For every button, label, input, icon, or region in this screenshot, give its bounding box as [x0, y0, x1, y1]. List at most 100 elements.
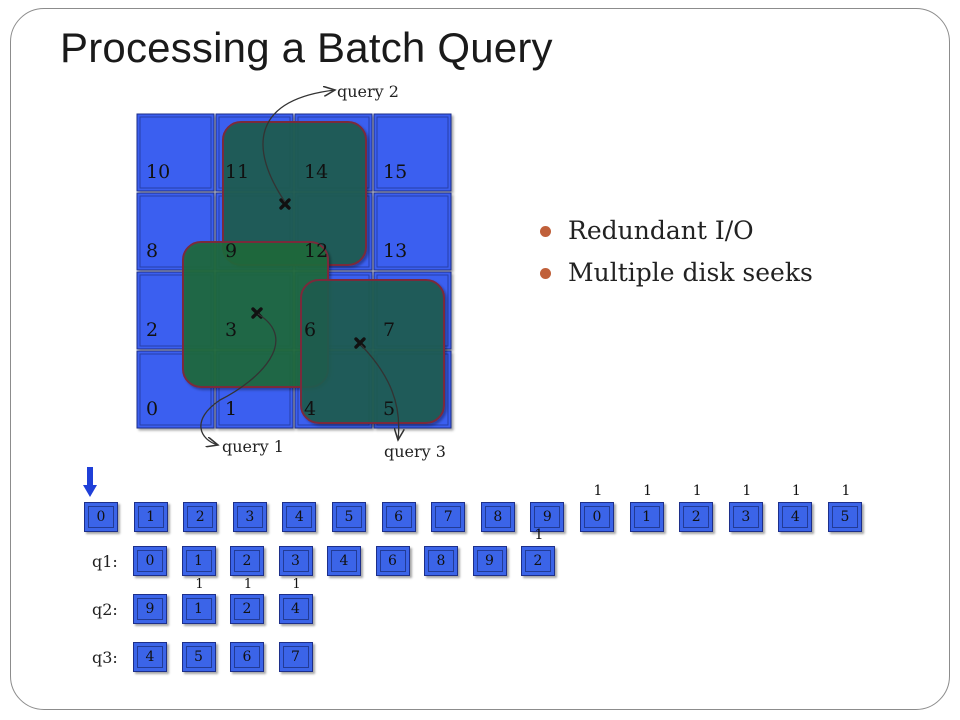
disk-block-top-digit: 1 — [692, 483, 702, 499]
grid-cell-label: 12 — [304, 240, 328, 262]
disk-block-label: 0 — [96, 509, 106, 525]
grid-cell-label: 10 — [146, 161, 170, 183]
disk-block-label: 2 — [242, 553, 252, 569]
disk-block: 5 — [332, 502, 366, 532]
grid-cell-inner-border — [139, 116, 212, 189]
bullet-item: Multiple disk seeks — [540, 254, 813, 296]
bullet-list: Redundant I/O Multiple disk seeks — [540, 212, 813, 296]
disk-block-label: 4 — [291, 601, 300, 617]
disk-block-label: 4 — [339, 553, 349, 569]
disk-block-label: 9 — [485, 553, 494, 569]
disk-block: 4 — [133, 642, 167, 672]
disk-block-label: 5 — [344, 509, 354, 525]
disk-block-label: 4 — [790, 509, 800, 525]
disk-block-label: 9 — [145, 601, 155, 617]
disk-block-top-digit: 1 — [593, 483, 603, 499]
query-3-center-marker — [354, 337, 366, 349]
disk-block: 2 — [183, 502, 218, 532]
disk-block-bottom-digit: 1 — [292, 577, 301, 592]
grid-cell-label: 8 — [146, 240, 158, 262]
disk-block: 6 — [381, 502, 416, 532]
query-2-center-marker — [279, 198, 291, 210]
disk-block-label: 2 — [195, 509, 205, 525]
disk-block-label: 1 — [146, 509, 156, 525]
grid-cell-inner-border — [139, 195, 212, 268]
grid-cell — [373, 113, 452, 192]
grid-cell-label: 1 — [225, 398, 237, 420]
slide-title: Processing a Batch Query — [60, 24, 553, 71]
disk-block-label: 7 — [443, 509, 453, 525]
disk-block-label: 6 — [242, 649, 252, 665]
disk-block-top-digit: 1 — [742, 483, 752, 499]
disk-block: 0 — [84, 502, 118, 532]
disk-block-bottom-digit: 1 — [195, 577, 204, 592]
query-row-label: q2: — [92, 600, 118, 619]
disk-block: 1 — [133, 502, 168, 532]
grid-cell-inner-border — [376, 116, 449, 189]
disk-block: 9 — [472, 546, 507, 576]
disk-block-label: 5 — [194, 649, 203, 665]
disk-block: 4 — [282, 502, 317, 532]
disk-block: 9 — [133, 594, 167, 624]
query-1-arrow — [200, 313, 277, 445]
disk-block-label: 2 — [533, 553, 543, 569]
bullet-text: Redundant I/O — [568, 216, 754, 245]
query-row-label: q1: — [92, 552, 118, 571]
slide-frame — [10, 8, 950, 710]
disk-block-top-digit: 1 — [534, 527, 544, 543]
disk-block: 7 — [278, 642, 313, 672]
disk-block-top-digit: 1 — [643, 483, 653, 499]
disk-block: 6 — [230, 642, 264, 672]
grid-cell-label: 7 — [383, 319, 395, 341]
query-1-label: query 1 — [222, 437, 284, 456]
grid-cell-label: 3 — [225, 319, 237, 341]
disk-block: 0 — [133, 546, 167, 576]
disk-block: 4 — [327, 546, 361, 576]
disk-block: 4 — [278, 594, 313, 624]
disk-block: 6 — [375, 546, 410, 576]
disk-block-label: 2 — [242, 601, 252, 617]
disk-block: 9 — [530, 502, 565, 532]
grid-cell-label: 5 — [383, 398, 395, 420]
disk-block-top-digit: 1 — [841, 483, 851, 499]
disk-block-label: 7 — [291, 649, 300, 665]
bullet-dot-icon — [540, 226, 551, 237]
query-3-label: query 3 — [384, 442, 446, 461]
disk-block-label: 3 — [741, 509, 751, 525]
grid-cell-label: 4 — [304, 398, 316, 420]
disk-block: 5 — [181, 642, 216, 672]
query-3-arrow — [360, 344, 399, 440]
disk-block-top-digit: 1 — [791, 483, 801, 499]
disk-block-label: 8 — [436, 553, 446, 569]
disk-block-label: 6 — [394, 509, 404, 525]
grid-cell-inner-border — [139, 353, 212, 426]
disk-block-label: 4 — [145, 649, 155, 665]
disk-block-label: 6 — [388, 553, 397, 569]
query-2-label: query 2 — [337, 82, 399, 101]
grid-cell-label: 11 — [225, 161, 249, 183]
disk-block-label: 3 — [291, 553, 300, 569]
disk-block: 8 — [480, 502, 515, 532]
bullet-dot-icon — [540, 268, 551, 279]
disk-block: 7 — [431, 502, 466, 532]
bullet-item: Redundant I/O — [540, 212, 813, 254]
disk-block-label: 1 — [642, 509, 652, 525]
grid-cell-label: 15 — [383, 161, 407, 183]
grid-cell-label: 0 — [146, 398, 158, 420]
disk-block-label: 0 — [592, 509, 602, 525]
bullet-text: Multiple disk seeks — [568, 258, 813, 287]
query-2-arrow — [262, 90, 335, 203]
disk-block-label: 4 — [294, 509, 304, 525]
grid-cell-label: 13 — [383, 240, 407, 262]
disk-block-label: 3 — [245, 509, 255, 525]
